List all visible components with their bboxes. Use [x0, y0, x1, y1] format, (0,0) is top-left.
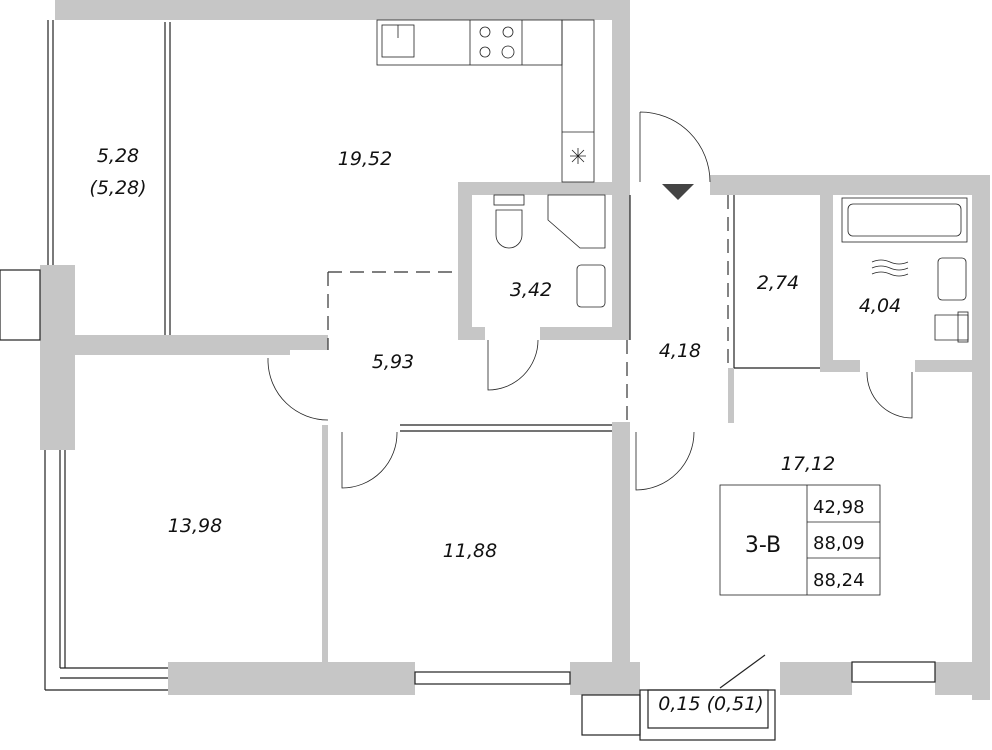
living-area-value: 42,98: [813, 497, 865, 518]
bedroom-middle-area: 11,88: [443, 540, 497, 562]
corridor-area: 4,18: [659, 340, 701, 362]
loggia-area: 5,28: [97, 145, 139, 167]
entrance-arrow-icon: [662, 184, 694, 200]
bathroom-small-area: 3,42: [510, 279, 552, 301]
hall-area: 5,93: [372, 351, 414, 373]
shower-icon: [547, 194, 606, 249]
balcony-area: 0,15 (0,51): [658, 693, 763, 715]
apartment-type: 3-B: [745, 533, 781, 558]
bathroom-area: 4,04: [859, 295, 901, 317]
wardrobe-area: 2,74: [757, 272, 799, 294]
kitchen-counter: [376, 19, 595, 183]
lines: [0, 20, 936, 741]
kitchen-area: 19,52: [338, 148, 392, 170]
bedroom-left-area: 13,98: [168, 515, 222, 537]
toilet-icon: [934, 311, 969, 343]
ventilation-icon: [570, 148, 586, 164]
sink-icon: [937, 257, 967, 301]
radiator-icon: [871, 259, 909, 277]
toilet-icon: [493, 194, 525, 249]
loggia-area-alt: (5,28): [89, 177, 146, 199]
bathroom-fixtures: [493, 194, 969, 343]
sink-icon: [576, 264, 606, 308]
bathtub-icon: [841, 197, 968, 243]
stove-icon: [469, 20, 523, 65]
total-area-with-balcony-value: 88,24: [813, 570, 865, 591]
apartment-summary-box: 3-B 42,98 88,09 88,24: [719, 484, 881, 596]
bedroom-right-area: 17,12: [781, 453, 835, 475]
sink-icon: [381, 24, 415, 58]
total-area-value: 88,09: [813, 533, 865, 554]
walls: [40, 0, 990, 700]
